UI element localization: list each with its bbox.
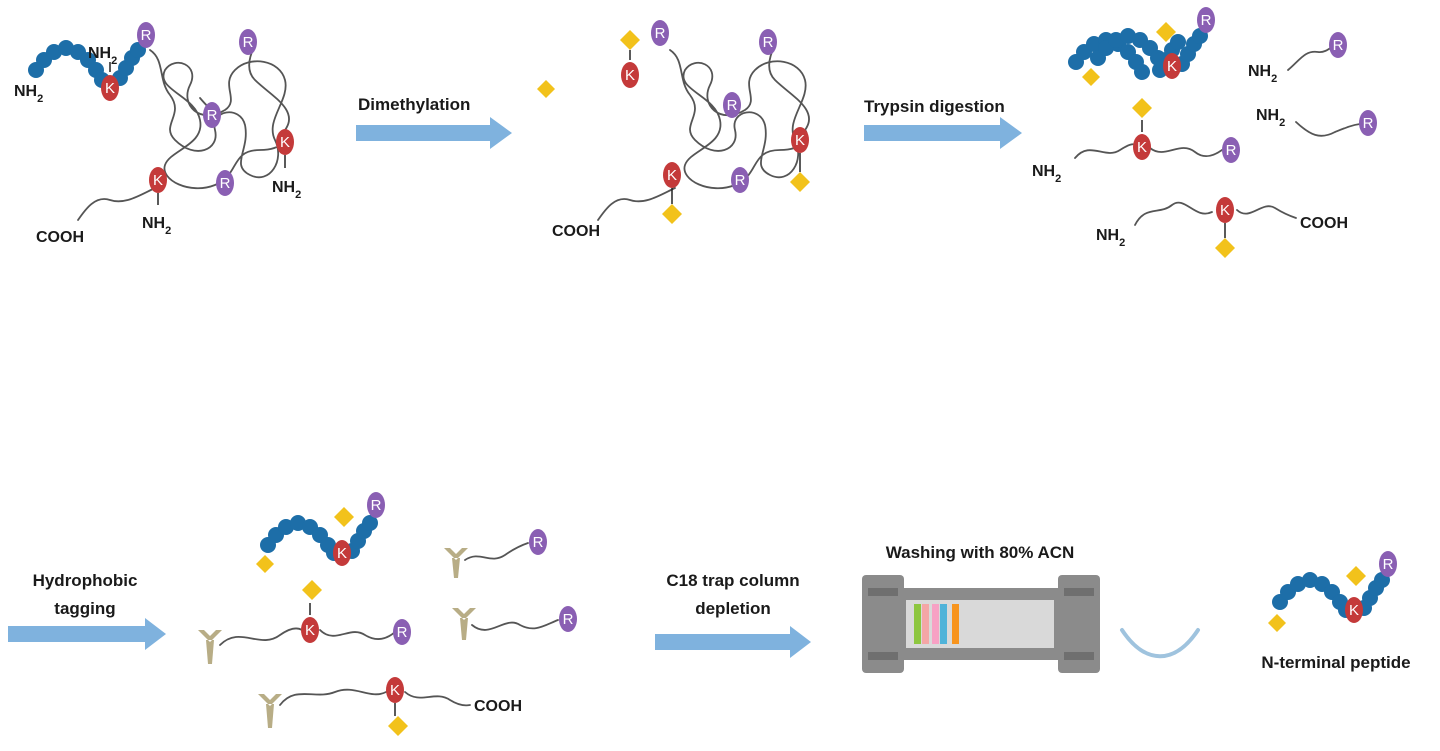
- peptide-chain-icon: K COOH: [258, 677, 522, 736]
- svg-text:K: K: [1167, 58, 1177, 75]
- step-hydrophobic-tagging: Hydrophobic tagging: [8, 571, 166, 650]
- process-arrow: [655, 626, 811, 658]
- svg-text:R: R: [1226, 142, 1237, 159]
- dimethyl-tag-icon: [790, 172, 810, 192]
- svg-text:K: K: [1349, 602, 1359, 619]
- step-dimethylation: Dimethylation: [356, 95, 512, 149]
- svg-text:COOH: COOH: [1300, 215, 1348, 232]
- svg-text:R: R: [371, 497, 382, 514]
- svg-text:R: R: [1383, 556, 1394, 573]
- step-c18-depletion: C18 trap column depletion: [655, 571, 811, 658]
- svg-text:K: K: [280, 134, 290, 151]
- svg-text:K: K: [1220, 202, 1230, 219]
- svg-text:R: R: [1333, 37, 1344, 54]
- amino-acid-bead: [1134, 64, 1150, 80]
- carboxyl-label: COOH: [36, 229, 84, 246]
- svg-text:R: R: [533, 534, 544, 551]
- process-arrow: [864, 117, 1022, 149]
- svg-text:K: K: [153, 172, 163, 189]
- arginine-residue: R: [216, 170, 234, 196]
- n-terminal-peptide: K R N-terminal peptide: [1261, 551, 1411, 672]
- svg-text:COOH: COOH: [474, 698, 522, 715]
- amine-label: NH2: [142, 215, 171, 237]
- dimethyl-tag-icon: [620, 30, 640, 50]
- svg-text:K: K: [105, 80, 115, 97]
- svg-text:K: K: [667, 167, 677, 184]
- step-label: tagging: [54, 599, 115, 618]
- svg-text:R: R: [735, 172, 746, 189]
- step-label: Dimethylation: [358, 95, 470, 114]
- amine-label: NH2: [272, 179, 301, 201]
- svg-text:NH2: NH2: [1248, 63, 1277, 85]
- amine-label: NH2: [14, 83, 43, 105]
- svg-text:K: K: [1137, 139, 1147, 156]
- svg-text:COOH: COOH: [552, 223, 600, 240]
- hydrophobic-tag-icon: [452, 608, 476, 640]
- protein-dimethylated: K K K R R R R COOH: [537, 20, 1186, 240]
- svg-text:NH2: NH2: [1032, 163, 1061, 185]
- svg-text:R: R: [207, 107, 218, 124]
- svg-text:R: R: [243, 34, 254, 51]
- hydrophobic-tag-icon: [198, 630, 222, 664]
- process-arrow: [356, 117, 512, 149]
- amino-acid-bead: [362, 515, 378, 531]
- step-label: depletion: [695, 599, 771, 618]
- peptide-chain-icon: R: [444, 529, 547, 578]
- svg-text:R: R: [1363, 115, 1374, 132]
- arginine-residue: R: [239, 29, 257, 55]
- lysine-residue: K: [101, 75, 119, 101]
- hydrophobic-tag-icon: [258, 694, 282, 728]
- arginine-residue: R: [137, 22, 155, 48]
- hydrophobic-tag-icon: [444, 548, 468, 578]
- peptide-chain-icon: K NH2 COOH: [1096, 197, 1348, 258]
- svg-text:R: R: [220, 175, 231, 192]
- peptide-chain-icon: R NH2: [1248, 32, 1347, 85]
- dimethyl-tag-icon: [537, 80, 555, 98]
- svg-text:R: R: [563, 611, 574, 628]
- amine-label: NH2: [88, 45, 117, 67]
- c18-column-icon: Washing with 80% ACN: [862, 543, 1100, 673]
- dimethyl-tag-icon: [662, 204, 682, 224]
- svg-text:K: K: [305, 622, 315, 639]
- step-label: Hydrophobic: [33, 571, 138, 590]
- svg-text:K: K: [795, 132, 805, 149]
- result-label: N-terminal peptide: [1261, 653, 1410, 672]
- svg-text:NH2: NH2: [1096, 227, 1125, 249]
- svg-text:R: R: [655, 25, 666, 42]
- step-label: Trypsin digestion: [864, 97, 1005, 116]
- lysine-residue: K: [276, 129, 294, 155]
- svg-text:K: K: [337, 545, 347, 562]
- svg-text:R: R: [141, 27, 152, 44]
- svg-text:NH2: NH2: [1256, 107, 1285, 129]
- svg-text:K: K: [390, 682, 400, 699]
- svg-text:R: R: [763, 34, 774, 51]
- process-arrow: [8, 618, 166, 650]
- blue-bead-chain: [28, 40, 146, 88]
- step-trypsin-digestion: Trypsin digestion: [864, 97, 1022, 149]
- protein-native: K K K R R R R NH2 NH2 NH2: [14, 22, 301, 246]
- peptide-chain-icon: R NH2: [1256, 107, 1377, 137]
- elution-arc-icon: [1120, 628, 1200, 659]
- svg-text:R: R: [727, 97, 738, 114]
- peptide-chain-icon: R: [452, 606, 577, 640]
- arginine-residue: R: [203, 102, 221, 128]
- svg-text:R: R: [1201, 12, 1212, 29]
- amino-acid-bead: [1170, 34, 1186, 50]
- svg-text:R: R: [397, 624, 408, 641]
- washing-label: Washing with 80% ACN: [886, 543, 1075, 562]
- peptides-tagged: K R R R K R: [198, 492, 577, 736]
- lysine-residue: K: [149, 167, 167, 193]
- peptides-digested: K R R NH2 R NH2 K R NH2: [1032, 7, 1377, 258]
- peptide-chain-icon: K R NH2: [1032, 98, 1240, 185]
- svg-text:K: K: [625, 67, 635, 84]
- step-label: C18 trap column: [666, 571, 799, 590]
- peptide-chain-icon: K R: [198, 580, 411, 664]
